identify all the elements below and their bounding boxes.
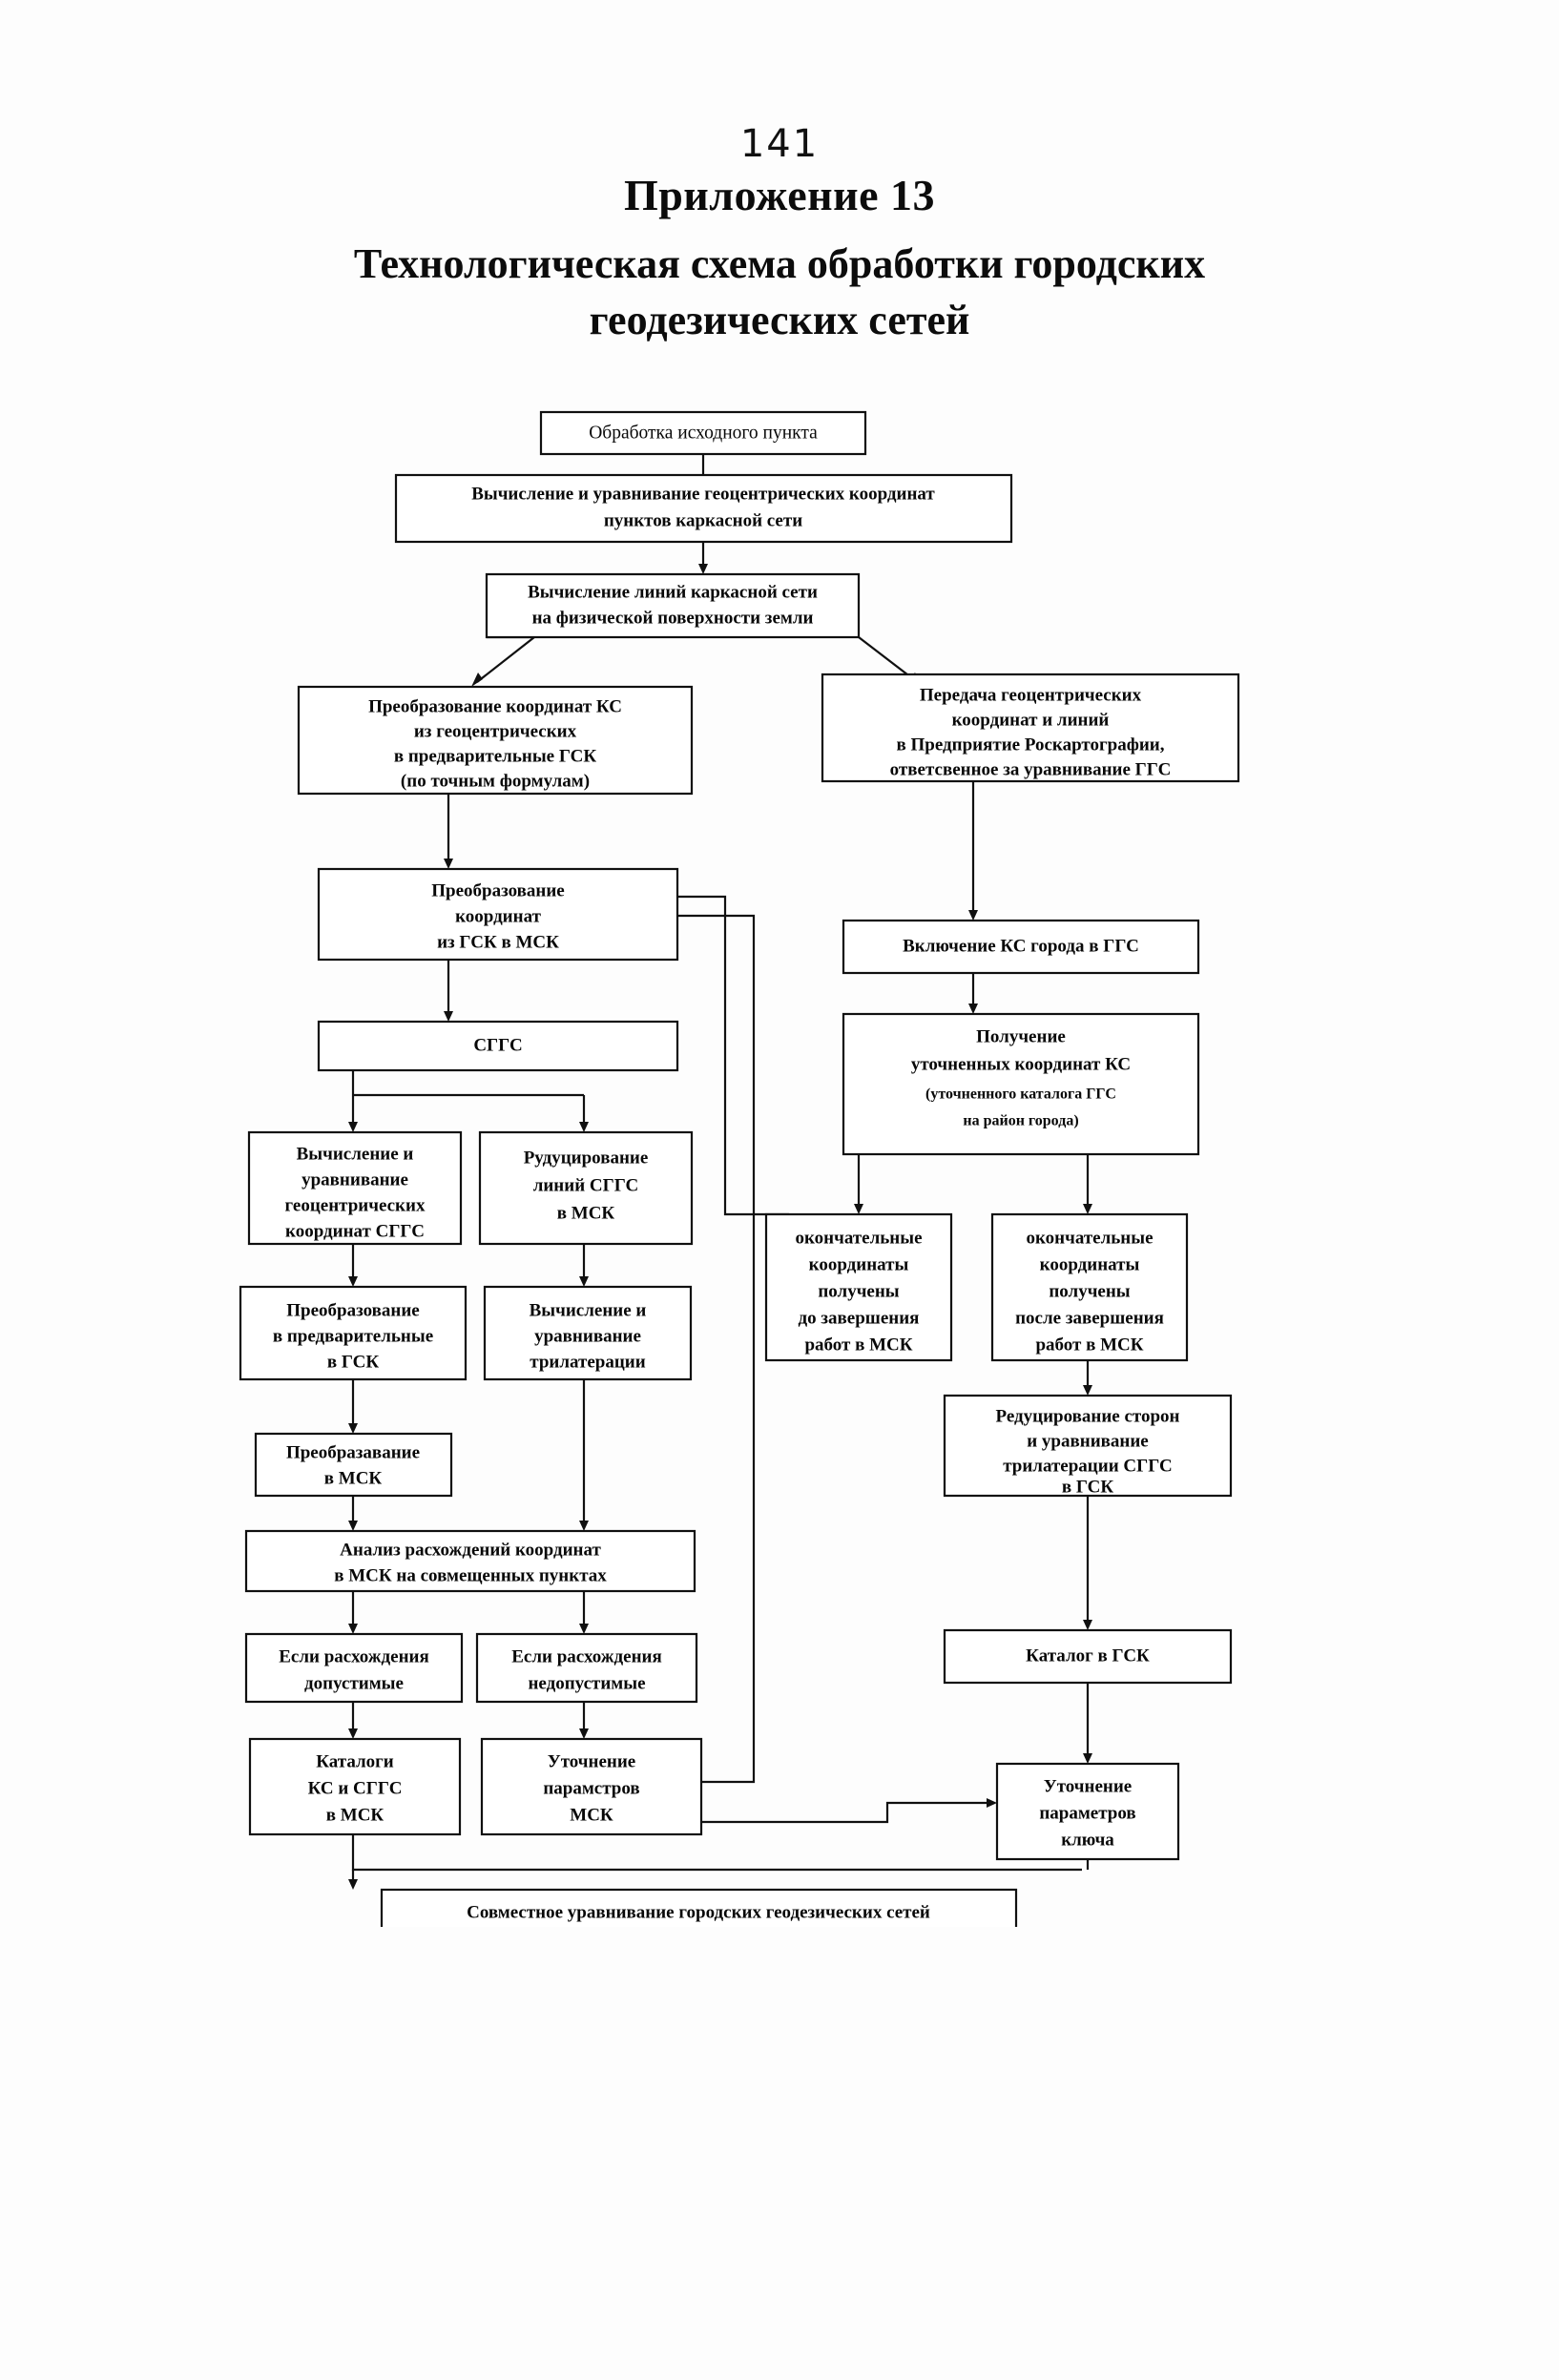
node-n22-line-1: КС и СГГС — [308, 1778, 403, 1798]
node-n5-line-2: в Предприятие Роскартографии, — [897, 735, 1165, 755]
node-n4-line-2: в предварительные ГСК — [394, 746, 597, 766]
node-n8[interactable]: СГГС — [317, 1020, 679, 1072]
node-n10[interactable]: Вычисление и уравнивание геоцентрических… — [247, 1130, 463, 1246]
node-n14-line-2: в ГСК — [327, 1352, 380, 1372]
node-n14-line-1: в предварительные — [273, 1326, 433, 1346]
node-n4-line-1: из геоцентрических — [414, 721, 577, 741]
node-n20-line-1: недопустимые — [528, 1673, 645, 1693]
node-n5-line-0: Передача геоцентрических — [920, 685, 1142, 705]
node-n5-line-1: координат и линий — [952, 710, 1110, 730]
node-n10-line-2: геоцентрических — [285, 1195, 426, 1215]
node-n13-line-1: координаты — [1040, 1254, 1140, 1274]
node-n10-line-1: уравнивание — [301, 1169, 408, 1190]
node-n13-line-0: окончательные — [1026, 1228, 1153, 1248]
node-n16-line-1: в МСК — [324, 1468, 383, 1488]
node-n6[interactable]: Преобразование координат из ГСК в МСК — [317, 867, 679, 962]
node-n2-line-1: пунктов каркасной сети — [604, 510, 802, 530]
node-n13[interactable]: окончательные координаты получены после … — [990, 1212, 1189, 1362]
node-n4-line-0: Преобразование координат КС — [368, 696, 622, 716]
page-number: 141 — [739, 122, 820, 166]
node-n17-line-3: в ГСК — [1062, 1477, 1114, 1497]
node-n12[interactable]: окончательные координаты получены до зав… — [764, 1212, 953, 1362]
node-n23-line-1: парамстров — [543, 1778, 639, 1798]
node-n11-line-0: Рудуцирование — [524, 1148, 649, 1168]
node-n13-line-4: работ в МСК — [1035, 1335, 1143, 1355]
node-n20-line-0: Если расхождения — [511, 1646, 662, 1666]
node-n18-line-0: Анализ расхождений координат — [340, 1540, 601, 1560]
node-n7-line-0: Включение КС города в ГГС — [903, 936, 1139, 956]
node-n15-line-1: уравнивание — [534, 1326, 641, 1346]
node-n23-line-0: Уточнение — [548, 1751, 635, 1771]
node-n17-line-1: и уравнивание — [1027, 1431, 1149, 1451]
flowchart: Обработка исходного пункта Вычисление и … — [0, 401, 1559, 1927]
node-n24[interactable]: Уточнение параметров ключа — [995, 1762, 1180, 1861]
node-n11-line-1: линий СГГС — [533, 1175, 639, 1195]
node-n17[interactable]: Редуцирование сторон и уравнивание трила… — [943, 1394, 1233, 1497]
node-n6-line-1: координат — [455, 906, 542, 926]
node-n3[interactable]: Вычисление линий каркасной сети на физич… — [485, 572, 861, 639]
node-n24-line-0: Уточнение — [1044, 1776, 1132, 1796]
node-n9-line-2: (уточненного каталога ГГС — [925, 1087, 1116, 1103]
node-n13-line-2: получены — [1049, 1281, 1130, 1301]
heading-line-1: Технологическая схема обработки городски… — [353, 239, 1206, 287]
node-n2-line-0: Вычисление и уравнивание геоцентрических… — [471, 484, 935, 504]
node-n14[interactable]: Преобразование в предварительные в ГСК — [239, 1285, 468, 1381]
node-n11-line-2: в МСК — [557, 1203, 615, 1223]
node-n25[interactable]: Совместное уравнивание городских геодези… — [380, 1888, 1018, 1927]
node-n17-line-2: трилатерации СГГС — [1003, 1456, 1173, 1476]
node-n9[interactable]: Получение уточненных координат КС (уточн… — [842, 1012, 1200, 1156]
title-block: Приложение 13 Технологическая схема обра… — [0, 168, 1559, 347]
node-n15-line-0: Вычисление и — [530, 1300, 647, 1320]
node-n22[interactable]: Каталоги КС и СГГС в МСК — [248, 1737, 462, 1836]
node-n3-line-1: на физической поверхности земли — [532, 608, 814, 628]
node-n12-line-3: до завершения — [799, 1308, 920, 1328]
node-n13-line-3: после завершения — [1015, 1308, 1164, 1328]
node-n6-line-2: из ГСК в МСК — [437, 932, 559, 952]
node-n10-line-3: координат СГГС — [285, 1221, 425, 1241]
appendix-title: Приложение 13 — [623, 171, 936, 219]
node-n4[interactable]: Преобразование координат КС из геоцентри… — [297, 685, 694, 796]
node-n20[interactable]: Если расхождения недопустимые — [475, 1632, 698, 1704]
node-n19[interactable]: Если расхождения допустимые — [244, 1632, 464, 1704]
node-n16[interactable]: Преобразавание в МСК — [254, 1432, 453, 1498]
node-n23-line-2: МСК — [570, 1805, 613, 1825]
node-n23[interactable]: Уточнение парамстров МСК — [480, 1737, 703, 1836]
node-n21[interactable]: Каталог в ГСК — [943, 1628, 1233, 1685]
node-n1[interactable]: Обработка исходного пункта — [539, 410, 867, 456]
node-n24-line-2: ключа — [1061, 1830, 1114, 1850]
heading-line-2: геодезических сетей — [589, 296, 970, 343]
node-n18[interactable]: Анализ расхождений координат в МСК на со… — [244, 1529, 696, 1593]
node-n11[interactable]: Рудуцирование линий СГГС в МСК — [478, 1130, 694, 1246]
node-n9-line-1: уточненных координат КС — [911, 1054, 1131, 1074]
node-n7[interactable]: Включение КС города в ГГС — [842, 919, 1200, 975]
node-n9-line-0: Получение — [976, 1026, 1066, 1046]
node-n24-line-1: параметров — [1039, 1803, 1135, 1823]
node-n15-line-2: трилатерации — [530, 1352, 645, 1372]
node-n22-line-2: в МСК — [326, 1805, 385, 1825]
node-n2[interactable]: Вычисление и уравнивание геоцентрических… — [394, 473, 1013, 544]
node-n21-line-0: Каталог в ГСК — [1026, 1645, 1150, 1666]
node-n10-line-0: Вычисление и — [297, 1144, 414, 1164]
node-n3-line-0: Вычисление линий каркасной сети — [528, 582, 818, 602]
node-n22-line-0: Каталоги — [316, 1751, 394, 1771]
node-n5-line-3: ответсвенное за уравнивание ГГС — [890, 759, 1172, 779]
node-n19-line-1: допустимые — [304, 1673, 404, 1693]
node-n12-line-2: получены — [818, 1281, 899, 1301]
node-n8-line-0: СГГС — [473, 1035, 522, 1055]
node-n16-line-0: Преобразавание — [286, 1442, 420, 1462]
node-n4-line-3: (по точным формулам) — [401, 771, 590, 791]
node-n6-line-0: Преобразование — [431, 880, 565, 900]
node-n12-line-0: окончательные — [795, 1228, 922, 1248]
node-n9-line-3: на район города) — [963, 1113, 1078, 1129]
node-n17-line-0: Редуцирование сторон — [995, 1406, 1179, 1426]
node-n25-line-0: Совместное уравнивание городских геодези… — [467, 1902, 930, 1922]
node-n19-line-0: Если расхождения — [279, 1646, 429, 1666]
node-n18-line-1: в МСК на совмещенных пунктах — [334, 1565, 607, 1585]
node-n14-line-0: Преобразование — [286, 1300, 420, 1320]
node-n15[interactable]: Вычисление и уравнивание трилатерации — [483, 1285, 693, 1381]
node-n1-line-0: Обработка исходного пункта — [589, 423, 818, 443]
node-n12-line-4: работ в МСК — [804, 1335, 912, 1355]
node-n12-line-1: координаты — [809, 1254, 909, 1274]
node-n5[interactable]: Передача геоцентрических координат и лин… — [821, 673, 1240, 783]
